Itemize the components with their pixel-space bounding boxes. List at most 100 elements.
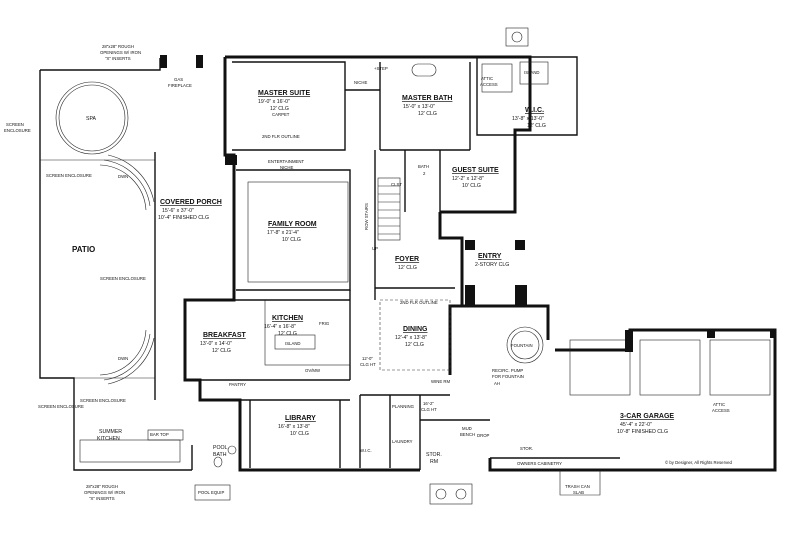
wic-small-label: W.I.C. bbox=[360, 448, 372, 453]
fountain-text: FOUNTAIN bbox=[511, 343, 533, 348]
svg-text:NICHE: NICHE bbox=[354, 80, 368, 85]
annotations: 28"x28" ROUGH OPENINGS W/ IRON "X" INSER… bbox=[4, 44, 733, 501]
svg-text:12' CLG: 12' CLG bbox=[212, 348, 231, 354]
svg-text:TRASH CAN: TRASH CAN bbox=[565, 484, 590, 489]
svg-text:16'-8" x 13'-8": 16'-8" x 13'-8" bbox=[278, 424, 310, 430]
garage-label: 3-CAR GARAGE bbox=[620, 413, 674, 420]
svg-text:12' CLG: 12' CLG bbox=[418, 111, 437, 117]
svg-text:10' CLG: 10' CLG bbox=[290, 431, 309, 437]
library-label: LIBRARY bbox=[285, 415, 316, 422]
svg-text:"X" INSERTS: "X" INSERTS bbox=[105, 56, 131, 61]
svg-text:RM: RM bbox=[430, 459, 438, 465]
svg-text:SCREEN: SCREEN bbox=[6, 122, 24, 127]
svg-text:DWN: DWN bbox=[118, 174, 128, 179]
svg-text:17'-8" x 21'-4": 17'-8" x 21'-4" bbox=[267, 230, 299, 236]
svg-text:SCREEN ENCLOSURE: SCREEN ENCLOSURE bbox=[80, 398, 126, 403]
stor-rm-label: STOR. bbox=[426, 452, 442, 458]
svg-text:CLST: CLST bbox=[391, 182, 402, 187]
svg-text:FRIG: FRIG bbox=[319, 321, 330, 326]
svg-text:12' CLG: 12' CLG bbox=[398, 265, 417, 271]
breakfast-label: BREAKFAST bbox=[203, 332, 247, 339]
fountain-icon bbox=[506, 326, 544, 364]
svg-text:16'-4" x 16'-8": 16'-4" x 16'-8" bbox=[264, 324, 296, 330]
svg-text:16'-2": 16'-2" bbox=[423, 401, 434, 406]
foyer-label: FOYER bbox=[395, 256, 419, 263]
svg-text:FIREPLACE: FIREPLACE bbox=[168, 83, 192, 88]
svg-text:13'-8" x 13'-0": 13'-8" x 13'-0" bbox=[512, 116, 544, 122]
svg-text:CLG HT: CLG HT bbox=[360, 362, 376, 367]
svg-text:2: 2 bbox=[423, 171, 426, 176]
svg-text:12' CLG: 12' CLG bbox=[278, 331, 297, 337]
dining-label: DINING bbox=[403, 326, 428, 333]
master-bath-label: MASTER BATH bbox=[402, 95, 452, 102]
spa-label: SPA bbox=[86, 116, 97, 122]
svg-text:GAS: GAS bbox=[174, 77, 183, 82]
svg-text:19'-0" x 16'-0": 19'-0" x 16'-0" bbox=[258, 99, 290, 105]
bath2-label: BATH bbox=[418, 164, 429, 169]
svg-text:10'-8" FINISHED CLG: 10'-8" FINISHED CLG bbox=[617, 429, 668, 435]
svg-text:"X" INSERTS: "X" INSERTS bbox=[89, 496, 115, 501]
interior-walls bbox=[79, 61, 771, 501]
svg-text:ISLAND: ISLAND bbox=[285, 341, 301, 346]
pantry-label: PANTRY bbox=[229, 382, 246, 387]
svg-text:SLAB: SLAB bbox=[573, 490, 584, 495]
room-labels: MASTER SUITE 19'-0" x 16'-0" 12' CLG CAR… bbox=[72, 90, 674, 465]
outdoor-area bbox=[39, 58, 192, 471]
svg-text:DROP: DROP bbox=[477, 433, 490, 438]
svg-text:ENTERTAINMENT: ENTERTAINMENT bbox=[268, 159, 305, 164]
svg-text:OV/MW: OV/MW bbox=[305, 368, 321, 373]
svg-text:SCREEN ENCLOSURE: SCREEN ENCLOSURE bbox=[100, 276, 146, 281]
svg-text:NICHE: NICHE bbox=[280, 165, 294, 170]
svg-text:ACCESS: ACCESS bbox=[712, 408, 730, 413]
master-suite-label: MASTER SUITE bbox=[258, 90, 310, 97]
svg-text:12' CLG: 12' CLG bbox=[527, 123, 546, 129]
svg-text:10' CLG: 10' CLG bbox=[462, 183, 481, 189]
staircase bbox=[377, 177, 401, 241]
kitchen-label: KITCHEN bbox=[272, 315, 303, 322]
fixtures bbox=[213, 27, 549, 505]
svg-text:BENCH: BENCH bbox=[460, 432, 475, 437]
svg-text:ATTIC: ATTIC bbox=[713, 402, 725, 407]
svg-text:12'-4" x 13'-8": 12'-4" x 13'-8" bbox=[395, 335, 427, 341]
svg-text:2ND FLR OUTLINE: 2ND FLR OUTLINE bbox=[262, 134, 300, 139]
svg-text:FOR FOUNTAIN: FOR FOUNTAIN bbox=[492, 374, 524, 379]
svg-text:BATH: BATH bbox=[213, 452, 227, 458]
svg-text:DWN: DWN bbox=[118, 356, 128, 361]
svg-text:45'-4" x 22'-0": 45'-4" x 22'-0" bbox=[620, 422, 652, 428]
svg-text:15'-6" x 37'-0": 15'-6" x 37'-0" bbox=[162, 208, 194, 214]
svg-text:ACCESS: ACCESS bbox=[480, 82, 498, 87]
svg-text:+STEP: +STEP bbox=[374, 66, 388, 71]
svg-text:28"x28" ROUGH: 28"x28" ROUGH bbox=[102, 44, 134, 49]
entry-label: ENTRY bbox=[478, 253, 502, 260]
svg-text:OPENINGS W/ IRON: OPENINGS W/ IRON bbox=[100, 50, 141, 55]
family-room-label: FAMILY ROOM bbox=[268, 221, 317, 228]
svg-text:POOL EQUIP: POOL EQUIP bbox=[198, 490, 224, 495]
patio-label: PATIO bbox=[72, 245, 95, 254]
spa-outline bbox=[55, 81, 129, 155]
covered-porch-label: COVERED PORCH bbox=[160, 199, 222, 206]
svg-text:UP: UP bbox=[372, 246, 378, 251]
svg-text:13'-0" x 14'-0": 13'-0" x 14'-0" bbox=[200, 341, 232, 347]
svg-text:AH: AH bbox=[494, 381, 500, 386]
laundry-label: LAUNDRY bbox=[392, 439, 413, 444]
svg-text:ENCLOSURE: ENCLOSURE bbox=[4, 128, 31, 133]
svg-text:10' CLG: 10' CLG bbox=[282, 237, 301, 243]
svg-text:15'-0" x 13'-0": 15'-0" x 13'-0" bbox=[403, 104, 435, 110]
svg-text:ISLAND: ISLAND bbox=[524, 70, 540, 75]
svg-text:ATTIC: ATTIC bbox=[481, 76, 493, 81]
svg-text:SCREEN ENCLOSURE: SCREEN ENCLOSURE bbox=[38, 404, 84, 409]
guest-suite-label: GUEST SUITE bbox=[452, 167, 499, 174]
svg-text:ROW STAIRS: ROW STAIRS bbox=[364, 203, 369, 230]
wic-master-label: W.I.C. bbox=[525, 107, 544, 114]
pool-bath-label: POOL bbox=[213, 445, 228, 451]
columns bbox=[160, 55, 776, 352]
svg-text:OPENINGS W/ IRON: OPENINGS W/ IRON bbox=[84, 490, 125, 495]
tub-icon bbox=[411, 63, 437, 77]
planning-label: PLANNING bbox=[392, 404, 415, 409]
svg-text:STOR.: STOR. bbox=[520, 446, 533, 451]
svg-text:MUD: MUD bbox=[462, 426, 472, 431]
wine-rm-label: WINE RM bbox=[431, 379, 451, 384]
svg-text:28"x28" ROUGH: 28"x28" ROUGH bbox=[86, 484, 118, 489]
svg-text:12'-0": 12'-0" bbox=[362, 356, 373, 361]
